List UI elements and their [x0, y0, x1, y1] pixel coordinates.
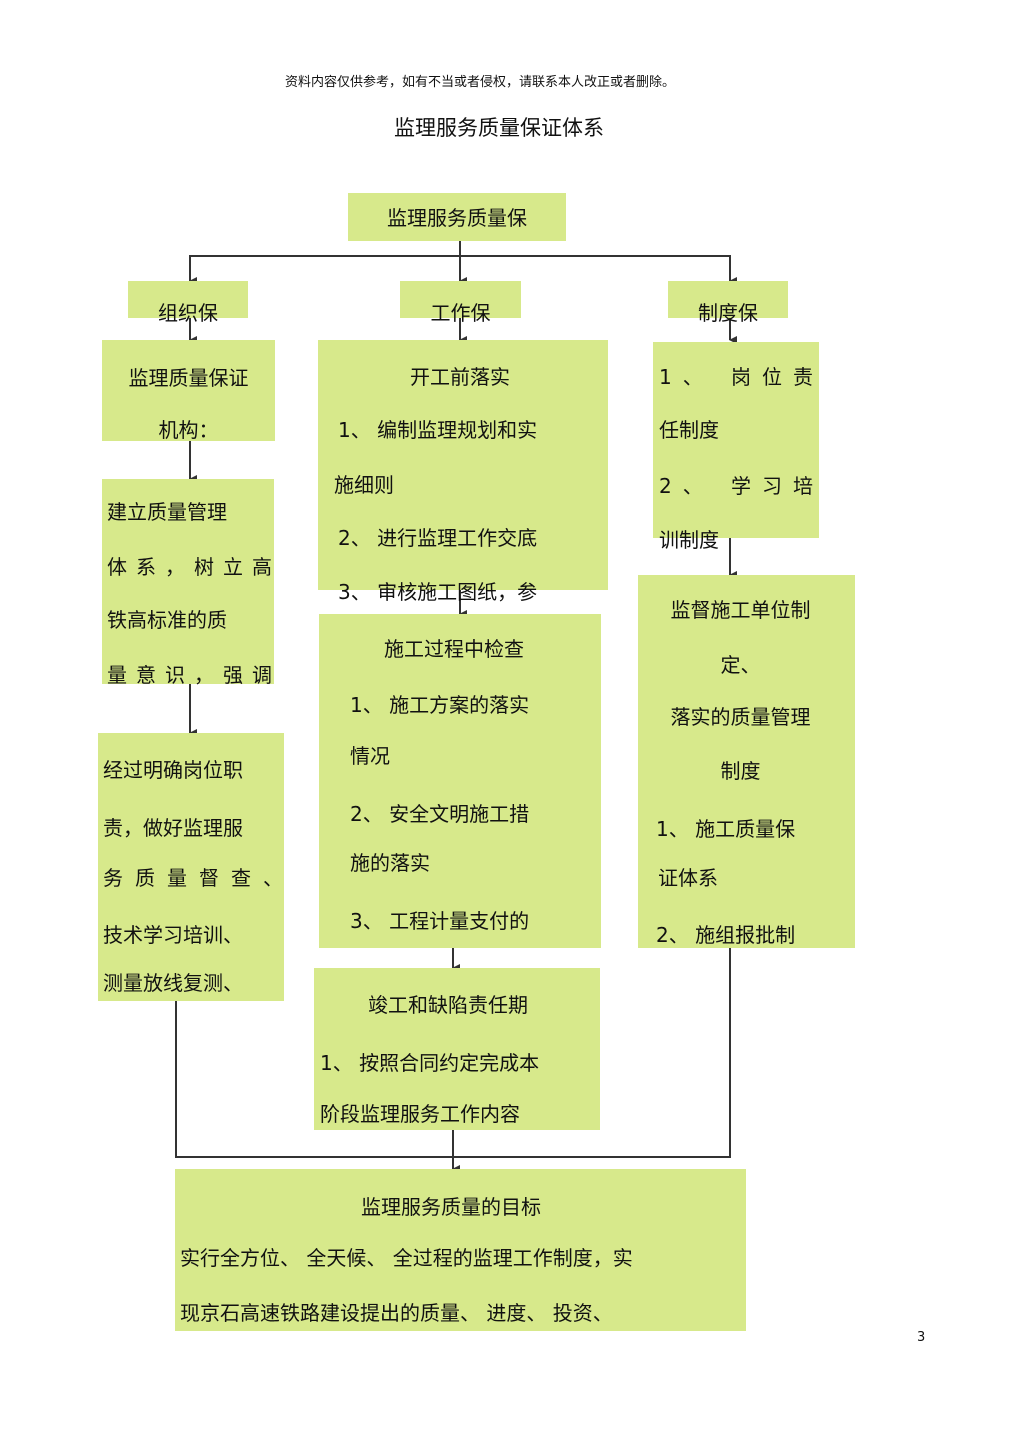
connector-org-to-goal	[175, 1001, 453, 1158]
org-box-1-line: 机构：	[158, 418, 219, 442]
connector-root-left	[189, 255, 460, 285]
work-box-1-line: 2、 进行监理工作交底	[338, 526, 538, 550]
org-box-3-line: 测量放线复测、	[103, 971, 243, 995]
connector-sys-to-goal	[453, 948, 731, 1158]
org-box-3-line: 经过明确岗位职	[103, 758, 243, 782]
work-box-3: 竣工和缺陷责任期 1、 按照合同约定完成本 阶段监理服务工作内容	[314, 968, 600, 1130]
sys-box-1: 1、 岗位责 任制度 2、 学习培 训制度	[653, 342, 819, 550]
work-box-3-line: 阶段监理服务工作内容	[320, 1102, 520, 1126]
sys-box-2-line: 2、 施组报批制	[656, 923, 796, 947]
root-label: 监理服务质量保	[387, 206, 527, 230]
sys-box-2-line: 监督施工单位制	[670, 598, 811, 622]
sys-box-2-line: 落实的质量管理	[670, 705, 811, 729]
sys-box-1-line: 2、 学习培	[659, 474, 813, 498]
branch-system: 制度保	[668, 281, 788, 323]
work-box-2-line: 1、 施工方案的落实	[350, 693, 530, 717]
sys-box-1-line: 训制度	[659, 528, 719, 552]
branch-work: 工作保	[400, 281, 521, 323]
work-box-1-line: 施细则	[334, 473, 394, 497]
work-box-2-line: 施的落实	[350, 851, 430, 875]
goal-title: 监理服务质量的目标	[361, 1195, 541, 1219]
work-box-2-line: 施工过程中检查	[384, 637, 524, 661]
org-box-3-line: 务质量督查、	[103, 866, 283, 890]
branch-organization: 组织保	[128, 281, 248, 323]
page-title: 监理服务质量保证体系	[394, 116, 604, 140]
sys-box-2-line: 制度	[720, 759, 761, 783]
work-box-1-line: 1、 编制监理规划和实	[338, 418, 538, 442]
org-box-2-line: 铁高标准的质	[107, 608, 227, 632]
branch-organization-label: 组织保	[158, 301, 218, 325]
work-box-2: 施工过程中检查 1、 施工方案的落实 情况 2、 安全文明施工措 施的落实 3、…	[319, 614, 601, 948]
work-box-2-line: 情况	[350, 744, 390, 768]
work-box-2-line: 2、 安全文明施工措	[350, 802, 530, 826]
goal-line: 现京石高速铁路建设提出的质量、 进度、 投资、	[180, 1301, 613, 1325]
goal-line: 实行全方位、 全天候、 全过程的监理工作制度，实	[180, 1246, 633, 1270]
root-box: 监理服务质量保	[348, 193, 566, 241]
org-box-1: 监理质量保证 机构：	[102, 340, 275, 441]
org-box-1-line: 监理质量保证	[128, 366, 249, 390]
org-box-3: 经过明确岗位职 责，做好监理服 务质量督查、 技术学习培训、 测量放线复测、	[98, 733, 284, 1001]
sys-box-2: 监督施工单位制 定、 落实的质量管理 制度 1、 施工质量保 证体系 2、 施组…	[638, 575, 855, 948]
org-box-2-line: 体系，树立高	[107, 555, 272, 579]
sys-box-2-line: 定、	[720, 653, 761, 677]
connector-root-right	[460, 255, 737, 285]
goal-box: 监理服务质量的目标 实行全方位、 全天候、 全过程的监理工作制度，实 现京石高速…	[175, 1169, 746, 1331]
work-box-3-line: 竣工和缺陷责任期	[368, 993, 528, 1017]
page-number: 3	[917, 1330, 926, 1345]
org-box-2: 建立质量管理 体系，树立高 铁高标准的质 量意识，强调	[102, 479, 274, 687]
sys-box-2-line: 1、 施工质量保	[656, 817, 796, 841]
disclaimer-text: 资料内容仅供参考，如有不当或者侵权，请联系本人改正或者删除。	[284, 75, 675, 90]
sys-box-1-line: 1、 岗位责	[659, 365, 813, 389]
org-box-2-line: 量意识，强调	[107, 663, 272, 687]
work-box-1-line: 3、 审核施工图纸，参	[338, 580, 538, 604]
work-box-1: 开工前落实 1、 编制监理规划和实 施细则 2、 进行监理工作交底 3、 审核施…	[318, 340, 608, 602]
sys-box-2-line: 证体系	[658, 866, 718, 890]
org-box-2-line: 建立质量管理	[107, 500, 227, 524]
org-box-3-line: 技术学习培训、	[103, 923, 243, 947]
sys-box-1-line: 任制度	[659, 418, 719, 442]
work-box-2-line: 3、 工程计量支付的	[350, 909, 530, 933]
branch-work-label: 工作保	[430, 301, 491, 325]
branch-system-label: 制度保	[698, 301, 758, 325]
org-box-3-line: 责，做好监理服	[103, 816, 243, 840]
work-box-3-line: 1、 按照合同约定完成本	[320, 1051, 540, 1075]
work-box-1-line: 开工前落实	[410, 365, 510, 389]
